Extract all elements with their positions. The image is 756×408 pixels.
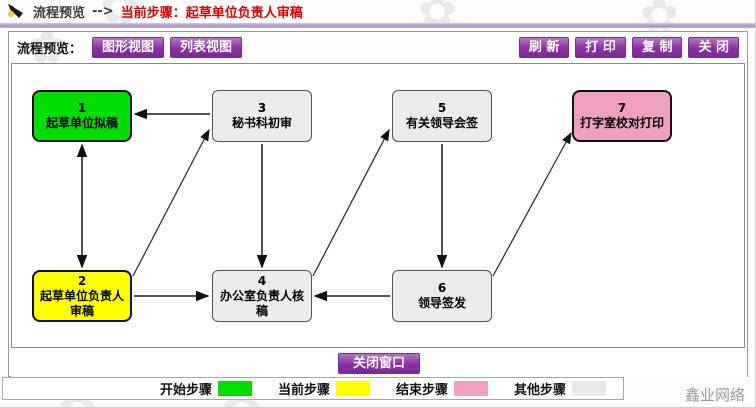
- legend-label: 结束步骤: [396, 383, 449, 398]
- edge-2-to-3: [132, 128, 210, 277]
- node-number: 2: [77, 273, 87, 288]
- flow-node-5-leaders-countersign: 5 有关领导会签: [392, 90, 492, 142]
- legend-item-other: 其他步骤: [514, 379, 607, 398]
- legend-bar: 开始步骤 当前步骤 结束步骤 其他步骤: [2, 377, 624, 400]
- legend-item-end: 结束步骤: [396, 379, 489, 398]
- node-number: 6: [437, 281, 447, 295]
- list-view-button[interactable]: 列表视图: [170, 36, 243, 58]
- legend-swatch-end: [454, 381, 489, 396]
- close-button[interactable]: 关 闭: [688, 36, 739, 58]
- node-label: 起草单位拟稿: [45, 116, 118, 130]
- legend-swatch-current: [336, 381, 370, 396]
- flow-node-2-unit-leader-review: 2 起草单位负责人审稿: [32, 270, 132, 322]
- node-label: 秘书科初审: [231, 116, 292, 130]
- legend-item-start: 开始步骤: [160, 379, 252, 398]
- node-number: 5: [437, 101, 447, 115]
- flowchart-edges: [76, 108, 572, 302]
- node-number: 1: [77, 101, 87, 115]
- copy-button[interactable]: 复 制: [631, 36, 683, 58]
- toolbar-label: 流程预览：: [17, 41, 83, 57]
- node-number: 7: [617, 101, 627, 115]
- node-number: 4: [257, 273, 267, 288]
- flow-node-3-secretary-review: 3 秘书科初审: [212, 90, 312, 142]
- main-panel: 流程预览： 图形视图 列表视图 刷 新 打 印 复 制 关 闭: [8, 31, 748, 377]
- title-arrow: -->: [92, 4, 114, 19]
- legend-label: 开始步骤: [159, 383, 212, 398]
- pen-icon: [8, 3, 23, 18]
- flow-node-1-draft: 1 起草单位拟稿: [32, 90, 132, 142]
- blossom-watermark: ✿: [418, 0, 457, 38]
- legend-swatch-other: [572, 381, 607, 396]
- title-bar: 流程预览 --> 当前步骤：起草单位负责人审稿: [6, 1, 303, 22]
- toolbar: 流程预览： 图形视图 列表视图 刷 新 打 印 复 制 关 闭: [9, 32, 747, 62]
- node-label: 打字室校对打印: [579, 116, 664, 130]
- legend-item-current: 当前步骤: [278, 379, 370, 398]
- node-label: 领导签发: [417, 296, 466, 310]
- legend-label: 其他步骤: [514, 383, 567, 398]
- current-step-text: 当前步骤：起草单位负责人审稿: [120, 6, 303, 21]
- flowchart-canvas: 1 起草单位拟稿 3 秘书科初审 5 有关领导会签 7 打字室校对打印 2 起草…: [11, 63, 745, 348]
- flow-node-4-office-leader-check: 4 办公室负责人核稿: [212, 270, 312, 322]
- node-label: 有关领导会签: [405, 116, 478, 130]
- legend-swatch-start: [217, 381, 252, 396]
- site-watermark: 鑫业网络: [684, 386, 745, 404]
- graphic-view-button[interactable]: 图形视图: [92, 36, 165, 58]
- close-window-button[interactable]: 关闭窗口: [337, 352, 420, 374]
- print-button[interactable]: 打 印: [575, 36, 626, 58]
- edge-4-to-5: [312, 128, 390, 277]
- header-divider: [0, 23, 755, 28]
- node-number: 3: [257, 101, 267, 115]
- node-label: 起草单位负责人审稿: [39, 288, 124, 318]
- flow-node-6-leader-signoff: 6 领导签发: [392, 270, 492, 322]
- refresh-button[interactable]: 刷 新: [518, 36, 570, 58]
- node-label: 办公室负责人核稿: [219, 288, 304, 318]
- edge-6-to-7: [492, 131, 572, 277]
- bottom-button-row: 关闭窗口: [11, 349, 747, 377]
- flow-node-7-typing-room-print: 7 打字室校对打印: [572, 90, 672, 142]
- legend-label: 当前步骤: [277, 383, 330, 398]
- page-title: 流程预览: [33, 6, 86, 21]
